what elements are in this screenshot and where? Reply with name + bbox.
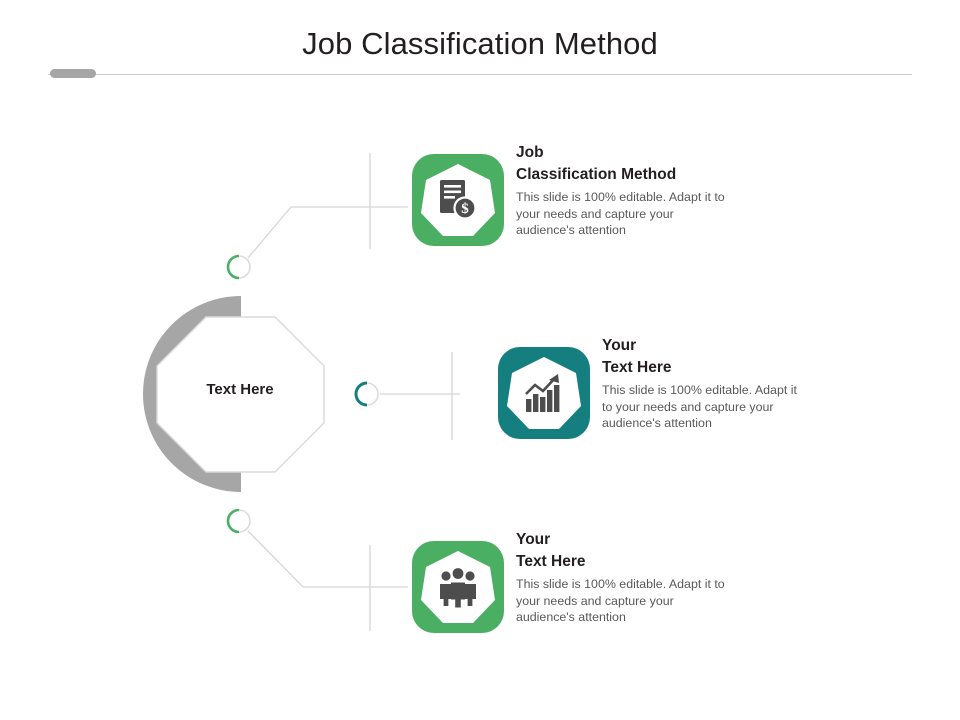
row-3-title-line2: Text Here — [516, 553, 586, 570]
svg-text:$: $ — [461, 201, 469, 217]
row-1-title-line2: Classification Method — [516, 166, 677, 183]
node-circle-1[interactable] — [226, 254, 251, 280]
people-group-icon — [440, 568, 476, 608]
row-2-text-block: Your Text Here This slide is 100% editab… — [602, 335, 804, 432]
row-1-title-line1: Job — [516, 144, 544, 161]
growth-chart-icon — [525, 374, 560, 412]
connector-row-2 — [380, 352, 460, 440]
connector-row-3 — [247, 530, 417, 631]
row-3-body: This slide is 100% editable. Adapt it to… — [516, 577, 725, 624]
row-1-text-block: Job Classification Method This slide is … — [516, 142, 726, 239]
row-2-body: This slide is 100% editable. Adapt it to… — [602, 383, 797, 430]
hub-octagon — [156, 316, 325, 473]
node-circle-2[interactable] — [354, 381, 379, 407]
node-circle-3[interactable] — [226, 508, 251, 534]
row-3-title-line1: Your — [516, 531, 551, 548]
header-divider — [48, 74, 912, 75]
heptagon-backdrop — [507, 357, 581, 429]
row-1-icon-tile[interactable]: $ — [412, 154, 504, 246]
row-3-text-block: Your Text Here This slide is 100% editab… — [516, 529, 726, 626]
hub-arc — [143, 296, 241, 492]
invoice-dollar-icon: $ — [440, 180, 477, 220]
row-2-title-line1: Your — [602, 337, 637, 354]
hub-label: Text Here — [206, 381, 274, 398]
header-tab-icon — [50, 69, 96, 78]
connector-row-1 — [247, 153, 417, 259]
row-3-icon-tile[interactable] — [412, 541, 504, 633]
row-1-body: This slide is 100% editable. Adapt it to… — [516, 190, 725, 237]
page-title: Job Classification Method — [302, 26, 658, 61]
row-2-title-line2: Text Here — [602, 359, 672, 376]
row-2-icon-tile[interactable] — [498, 347, 590, 439]
